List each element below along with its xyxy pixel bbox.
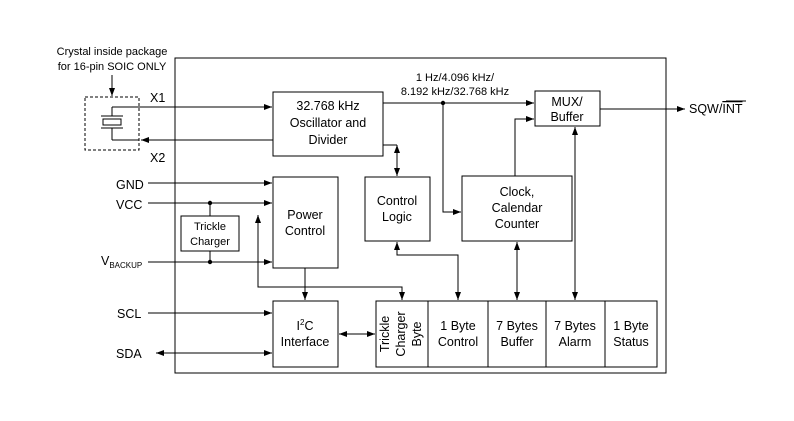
trickle-byte-label-1: Trickle [378,316,392,352]
i2c-label-1: I2C [297,318,314,333]
oscillator-label-2: Oscillator and [290,116,366,130]
pin-vbackup-label: VBACKUP [101,254,142,270]
power-control-block [272,176,339,269]
i2c-interface-block [272,300,339,368]
frequency-label-1: 1 Hz/4.096 kHz/ [416,72,495,84]
osc-to-clock-wire [442,103,461,215]
power-label-2: Control [285,224,325,238]
pin-vcc-label: VCC [116,198,142,212]
register-buffer [487,300,547,368]
register-control [427,300,489,368]
clock-label-3: Counter [495,217,539,231]
mux-label-1: MUX/ [551,95,583,109]
pin-gnd-label: GND [116,178,144,192]
buffer-bytes-label-1: 7 Bytes [496,319,538,333]
status-byte-label-2: Status [613,335,648,349]
control-logic-block [364,176,431,242]
trickle-byte-label-3: Byte [410,321,424,346]
control-logic-label-1: Control [377,194,417,208]
trickle-label-1: Trickle [194,221,226,233]
control-logic-label-2: Logic [382,210,412,224]
pin-sda-label: SDA [116,347,142,361]
register-status [604,300,658,368]
crystal-note-line1: Crystal inside package [57,46,168,58]
trickle-charger-block [180,215,240,252]
pin-x2-label: X2 [150,151,165,165]
clock-label-2: Calendar [492,201,543,215]
oscillator-label-1: 32.768 kHz [296,99,359,113]
alarm-bytes-label-2: Alarm [559,335,592,349]
alarm-bytes-label-1: 7 Bytes [554,319,596,333]
trickle-label-2: Charger [190,236,230,248]
crystal-note-line2: for 16-pin SOIC ONLY [58,61,167,73]
i2c-label-2: Interface [281,335,330,349]
control-byte-label-2: Control [438,335,478,349]
pin-x1-label: X1 [150,91,165,105]
trickle-byte-label-2: Charger [394,311,408,356]
power-label-1: Power [287,208,322,222]
control-logic-to-control-byte-wire [394,242,461,300]
pin-scl-label: SCL [117,307,141,321]
oscillator-label-3: Divider [309,133,348,147]
frequency-label-2: 8.192 kHz/32.768 kHz [401,86,509,98]
clock-to-mux-wire [514,116,534,176]
buffer-bytes-label-2: Buffer [500,335,533,349]
crystal-icon [101,106,139,141]
register-trickle-charger-byte [375,300,429,368]
mux-label-2: Buffer [550,110,583,124]
oscillator-block [272,91,384,157]
clock-label-1: Clock, [500,185,535,199]
pin-sqw-int-label: SQW/INT [689,102,743,116]
crystal-package [84,96,140,151]
register-alarm [545,300,606,368]
status-byte-label-1: 1 Byte [613,319,648,333]
control-byte-label-1: 1 Byte [440,319,475,333]
